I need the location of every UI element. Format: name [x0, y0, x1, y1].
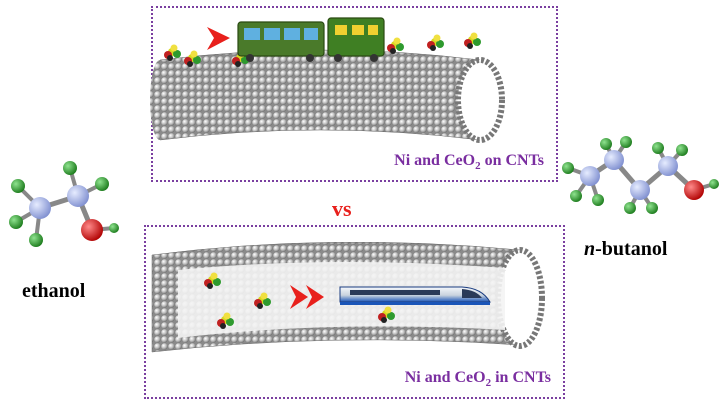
- ethanol-label: ethanol: [22, 280, 86, 302]
- bottom-panel-caption: Ni and CeO2 in CNTs: [404, 368, 551, 389]
- butanol-label: n-butanol: [584, 238, 668, 260]
- top-arrow-icon: [207, 27, 230, 50]
- bottom-arrow-icon: [290, 285, 324, 309]
- butanol-molecule-icon: [562, 136, 719, 214]
- steam-train-icon: [237, 17, 385, 62]
- top-panel-caption: Ni and CeO2 on CNTs: [394, 151, 544, 172]
- ethanol-molecule-icon: [9, 161, 119, 247]
- versus-label: vs: [332, 196, 352, 221]
- maglev-train-icon: [339, 286, 491, 305]
- top-nanotube: [150, 49, 505, 143]
- bottom-panel-frame: Ni and CeO2 in CNTs: [144, 225, 565, 399]
